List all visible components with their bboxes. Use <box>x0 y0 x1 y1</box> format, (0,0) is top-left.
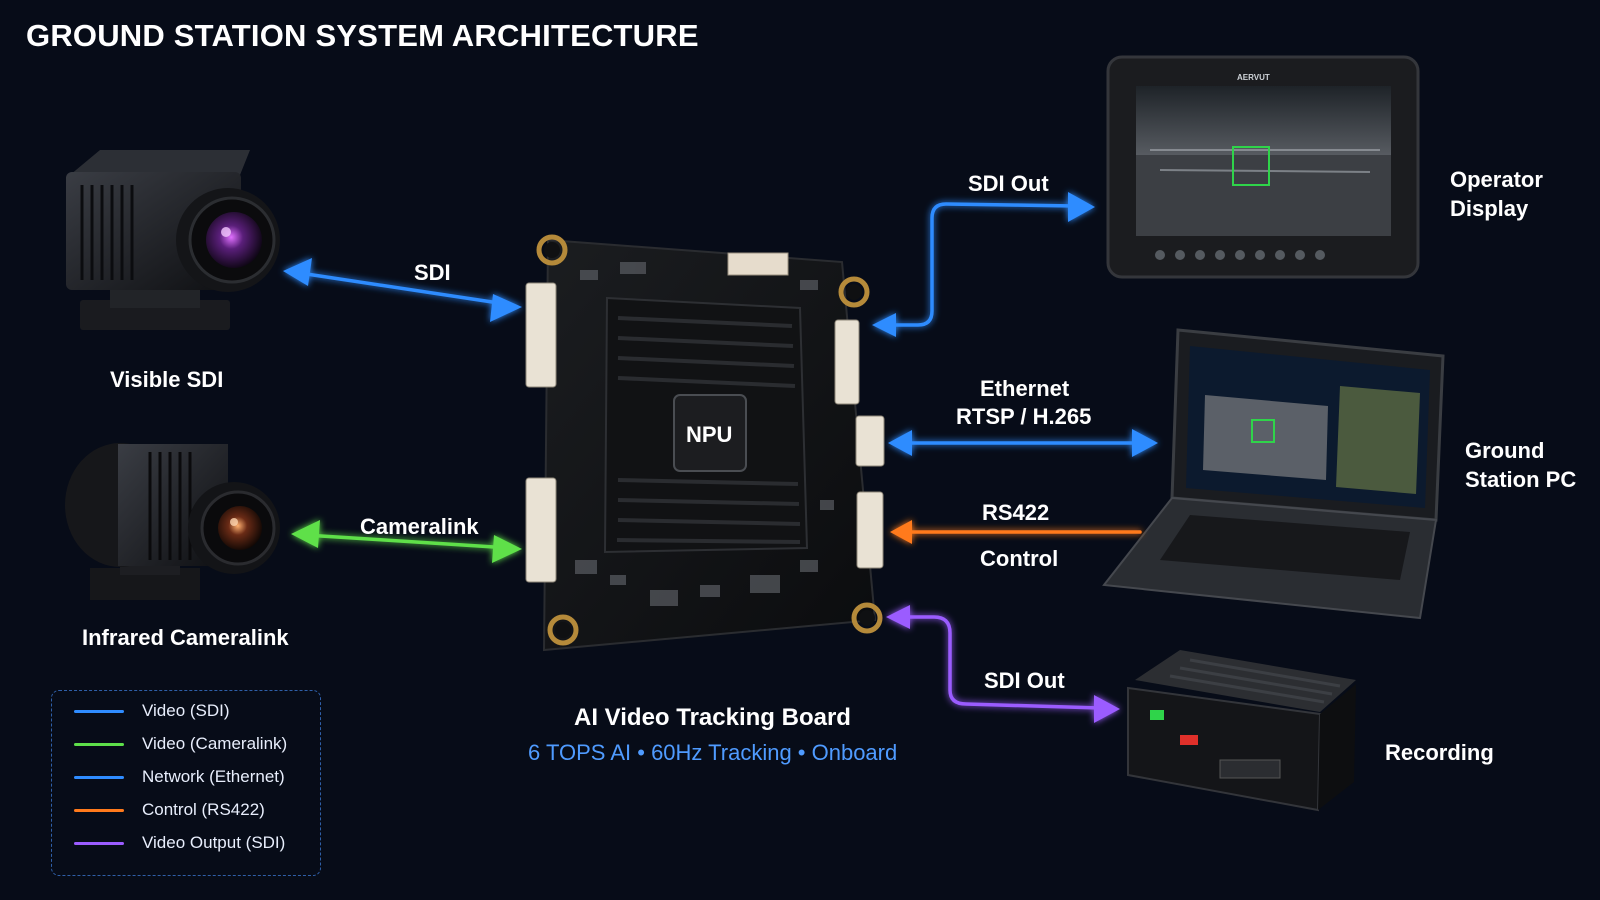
legend-label: Network (Ethernet) <box>142 767 285 786</box>
sdi-out-record-arrow-board <box>886 605 910 629</box>
rs422-arrow <box>890 520 912 544</box>
sdi-camera-icon <box>66 150 280 330</box>
legend-item-sdi-output: Video Output (SDI) <box>74 831 285 855</box>
sdi-out-display-line <box>878 202 1077 327</box>
board-title: AI Video Tracking Board <box>574 704 851 731</box>
legend-label: Video (SDI) <box>142 701 230 720</box>
rugged-tablet-icon <box>1106 55 1420 279</box>
legend-swatch <box>74 775 124 779</box>
operator-display-label-2: Display <box>1450 196 1529 221</box>
legend-item-sdi: Video (SDI) <box>74 699 230 723</box>
sdi-out-record-label: SDI Out <box>984 668 1065 693</box>
ethernet-arrow-left <box>888 430 912 456</box>
ground-station-label-2: Station PC <box>1465 467 1577 492</box>
rs422-label: RS422 <box>982 500 1050 525</box>
recording-label: Recording <box>1385 740 1494 765</box>
board-subtitle: 6 TOPS AI • 60Hz Tracking • Onboard <box>528 740 898 765</box>
sdi-link-arrow-right <box>490 294 522 322</box>
legend-item-rs422: Control (RS422) <box>74 798 265 822</box>
laptop-icon <box>1102 328 1445 620</box>
ethernet-protocol-label: RTSP / H.265 <box>956 404 1092 429</box>
legend-swatch <box>74 841 124 845</box>
sdi-out-record-arrow <box>1094 695 1120 723</box>
cameralink-link-line <box>303 533 512 550</box>
legend-label: Video (Cameralink) <box>142 734 288 753</box>
cameralink-link-arrow-left <box>291 520 320 548</box>
sdi-out-record-line <box>898 615 1102 710</box>
infrared-camera-label: Infrared Cameralink <box>82 625 289 650</box>
infrared-camera-icon <box>65 443 280 600</box>
connection-links <box>283 192 1158 723</box>
recorder-box-icon <box>1127 650 1356 812</box>
legend-swatch <box>74 808 124 812</box>
legend-swatch <box>74 709 124 713</box>
npu-chip-label: NPU <box>686 422 733 447</box>
legend-swatch <box>74 742 124 746</box>
circuit-board-icon <box>525 234 885 652</box>
sdi-out-display-arrow-board <box>872 313 896 337</box>
tablet-brand-label: AERVUT <box>1237 73 1270 82</box>
sdi-link-line <box>298 271 514 307</box>
sdi-link-arrow-left <box>283 258 312 286</box>
ethernet-arrow-right <box>1132 429 1158 457</box>
cameralink-link-label: Cameralink <box>360 514 479 539</box>
cameralink-link-arrow-right <box>492 535 522 563</box>
legend-label: Control (RS422) <box>142 800 265 819</box>
operator-display-label-1: Operator <box>1450 167 1543 192</box>
sdi-link-label: SDI <box>414 260 451 285</box>
sdi-out-display-arrow <box>1068 192 1095 222</box>
visible-camera-label: Visible SDI <box>110 367 224 392</box>
legend-label: Video Output (SDI) <box>142 833 286 852</box>
control-label: Control <box>980 546 1059 571</box>
legend-item-cameralink: Video (Cameralink) <box>74 732 287 756</box>
sdi-out-display-label: SDI Out <box>968 171 1049 196</box>
ground-station-label-1: Ground <box>1465 438 1545 463</box>
legend-item-ethernet: Network (Ethernet) <box>74 765 285 789</box>
page-title: GROUND STATION SYSTEM ARCHITECTURE <box>26 18 699 53</box>
ethernet-label: Ethernet <box>980 376 1070 401</box>
legend: Video (SDI) Video (Cameralink) Network (… <box>51 690 321 876</box>
